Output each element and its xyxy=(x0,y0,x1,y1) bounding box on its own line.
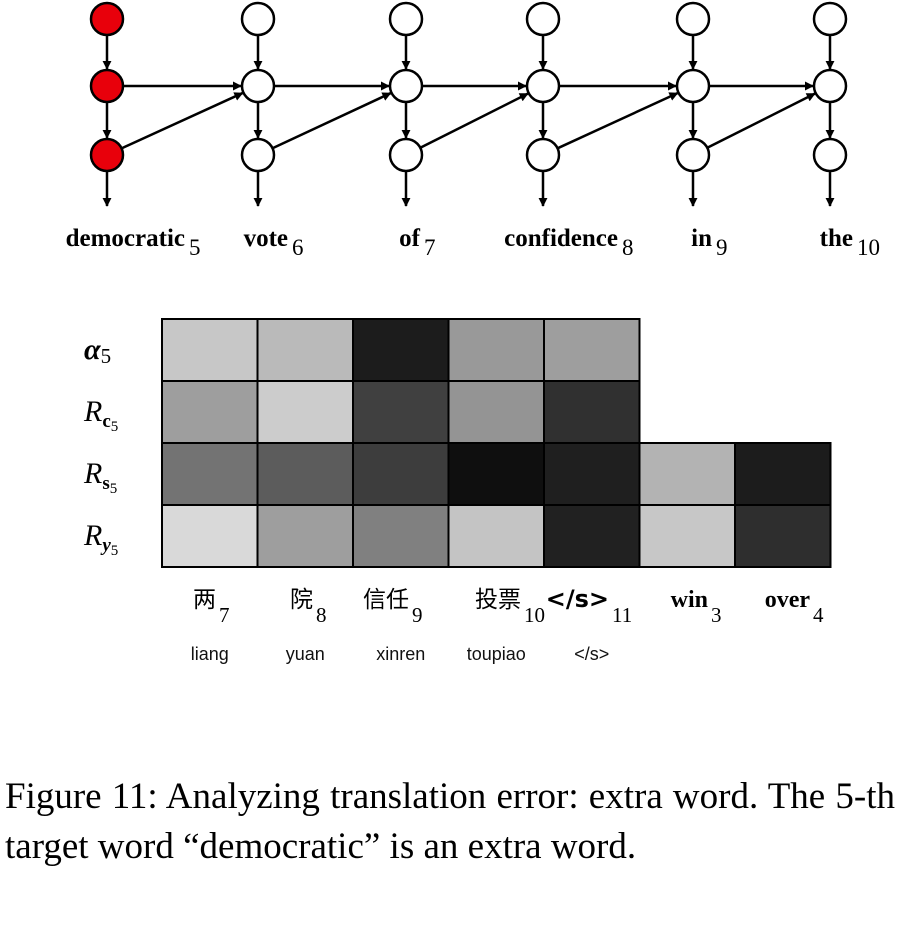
heatmap-cell xyxy=(734,504,832,568)
heatmap-cell xyxy=(161,318,259,382)
heatmap-cell xyxy=(447,380,545,444)
network-nodes xyxy=(89,1,848,173)
network-node xyxy=(675,1,711,37)
edge-diagonal xyxy=(419,92,529,149)
heatmap-cell xyxy=(543,318,641,382)
network-node xyxy=(525,68,561,104)
pinyin-label: xinren xyxy=(376,644,425,664)
source-word-label: 投票 xyxy=(475,587,521,613)
heatmap-cell xyxy=(638,442,736,506)
network-node xyxy=(525,137,561,173)
heatmap-row-label: α5 xyxy=(84,333,111,368)
target-word-index: 6 xyxy=(292,235,304,260)
heatmap-cell xyxy=(734,442,832,506)
source-word-index: 9 xyxy=(412,603,423,627)
target-word-index: 5 xyxy=(189,235,201,260)
heatmap-cell xyxy=(256,318,354,382)
heatmap-cell xyxy=(352,318,450,382)
heatmap-cell xyxy=(543,504,641,568)
network-node xyxy=(812,1,848,37)
network-node xyxy=(812,137,848,173)
source-word-label: </s> xyxy=(546,585,609,613)
heatmap-cell xyxy=(352,380,450,444)
highlighted-node xyxy=(89,68,125,104)
network-node xyxy=(388,137,424,173)
heatmap-cell xyxy=(256,380,354,444)
target-word-label: confidence xyxy=(504,225,618,252)
edge-diagonal xyxy=(706,92,816,149)
network-node xyxy=(240,137,276,173)
source-word-index: 8 xyxy=(316,603,327,627)
network-node xyxy=(812,68,848,104)
figure-caption: Figure 11: Analyzing translation error: … xyxy=(5,776,895,867)
target-word-index: 8 xyxy=(622,235,634,260)
target-word-label: of xyxy=(399,225,421,252)
network-edges xyxy=(102,35,835,207)
highlighted-node xyxy=(89,1,125,37)
source-word-label: 院 xyxy=(290,587,313,613)
target-word-label: in xyxy=(691,225,712,252)
heatmap-row-label: Rs5 xyxy=(83,457,117,497)
source-word-index: 4 xyxy=(813,603,824,627)
source-word-index: 3 xyxy=(711,603,722,627)
network-node xyxy=(240,1,276,37)
network-node xyxy=(388,68,424,104)
heatmap-cell xyxy=(447,442,545,506)
edge-diagonal xyxy=(121,91,244,150)
target-word-index: 10 xyxy=(857,235,880,260)
source-word-index: 10 xyxy=(524,603,545,627)
source-word-label: 两 xyxy=(193,587,216,613)
source-word-index: 7 xyxy=(219,603,230,627)
heatmap-cell xyxy=(638,504,736,568)
highlighted-node xyxy=(89,137,125,173)
target-word-label: vote xyxy=(244,225,288,252)
heatmap-cell xyxy=(447,318,545,382)
heatmap xyxy=(161,318,832,568)
heatmap-row-label: Rc5 xyxy=(83,395,118,435)
source-word-label: over xyxy=(765,587,811,613)
pinyin-label: yuan xyxy=(286,644,325,664)
target-word-label: the xyxy=(820,225,853,252)
heatmap-cell xyxy=(543,442,641,506)
target-word-index: 7 xyxy=(424,235,436,260)
network-node xyxy=(525,1,561,37)
heatmap-cell xyxy=(352,442,450,506)
heatmap-cell xyxy=(543,380,641,444)
heatmap-cell xyxy=(256,442,354,506)
heatmap-cell xyxy=(447,504,545,568)
heatmap-cell xyxy=(161,504,259,568)
source-word-index: 11 xyxy=(612,603,632,627)
target-word-index: 9 xyxy=(716,235,728,260)
pinyin-label: toupiao xyxy=(467,644,526,664)
heatmap-cell xyxy=(256,504,354,568)
network-node xyxy=(675,68,711,104)
source-word-label: win xyxy=(671,587,708,613)
pinyin-label: liang xyxy=(191,644,229,664)
target-word-label: democratic xyxy=(66,225,185,252)
heatmap-cell xyxy=(161,442,259,506)
network-node xyxy=(240,68,276,104)
network-node xyxy=(675,137,711,173)
heatmap-cell xyxy=(161,380,259,444)
edge-diagonal xyxy=(557,91,679,150)
source-word-label: 信任 xyxy=(363,587,409,613)
edge-diagonal xyxy=(271,92,392,150)
heatmap-row-label: Ry5 xyxy=(83,519,118,559)
pinyin-label: </s> xyxy=(574,644,609,664)
network-node xyxy=(388,1,424,37)
heatmap-cell xyxy=(352,504,450,568)
